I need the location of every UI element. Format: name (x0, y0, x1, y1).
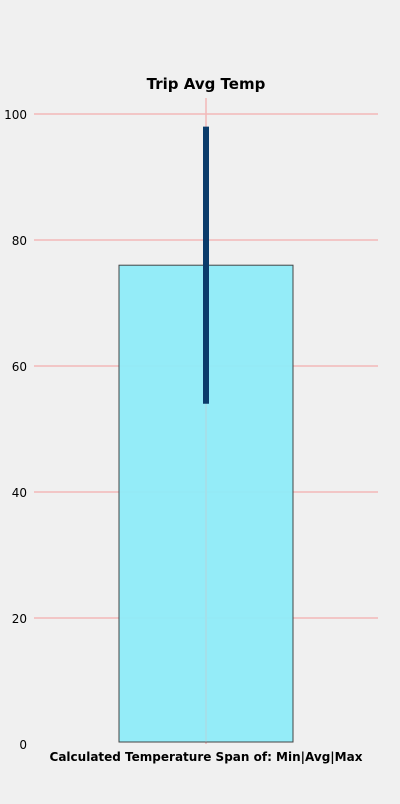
y-tick-label: 40 (12, 486, 27, 500)
y-tick-label: 0 (19, 738, 27, 752)
chart-title: Trip Avg Temp (147, 75, 266, 93)
y-tick-label: 80 (12, 234, 27, 248)
y-tick-label: 60 (12, 360, 27, 374)
y-tick-layer: 0 20 40 60 80 100 (4, 108, 27, 752)
y-tick-label: 20 (12, 612, 27, 626)
x-axis-label: Calculated Temperature Span of: Min|Avg|… (50, 750, 363, 764)
y-tick-label: 100 (4, 108, 27, 122)
